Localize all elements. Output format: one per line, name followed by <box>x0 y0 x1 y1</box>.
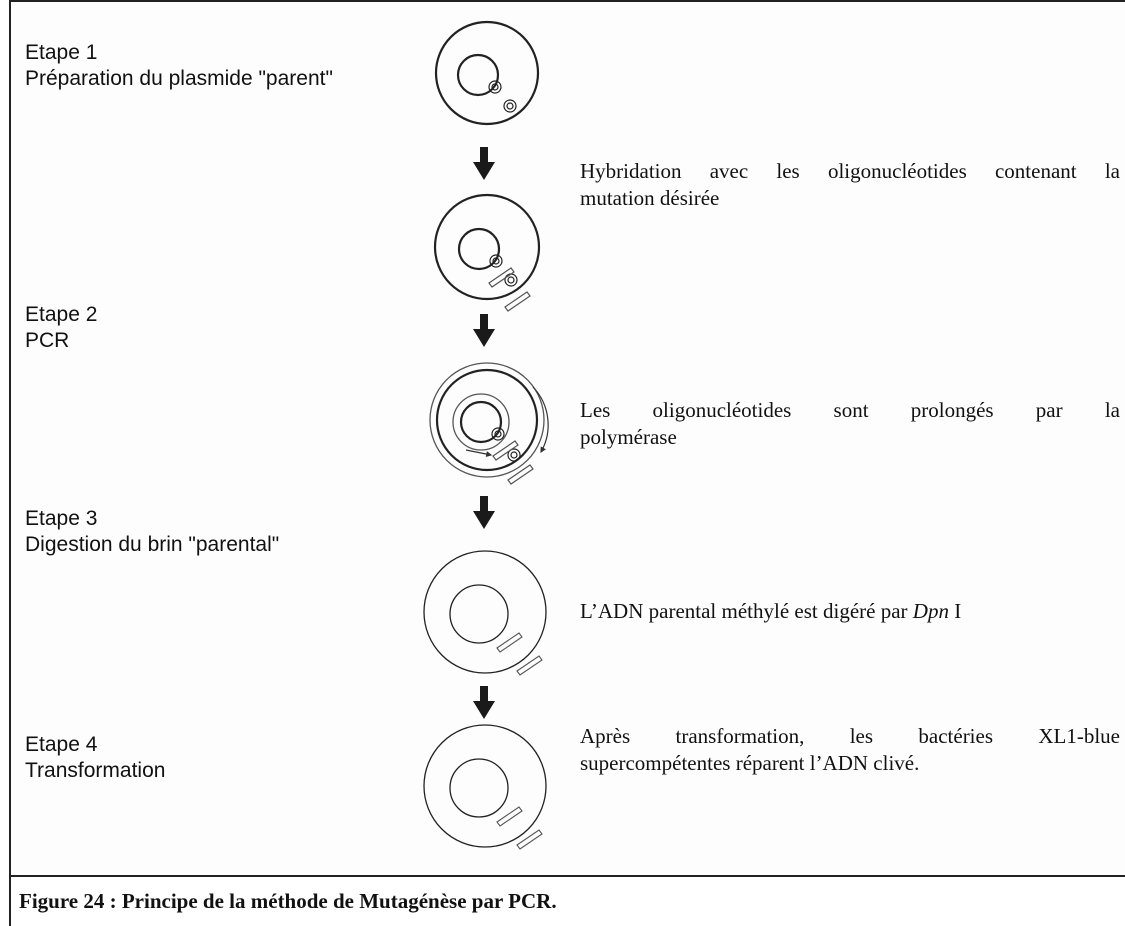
step-3-label: Etape 3 Digestion du brin "parental" <box>25 506 279 558</box>
arrow-down-icon <box>473 147 495 180</box>
arrow-down-icon <box>473 496 495 529</box>
plasmid-pcr <box>429 362 549 485</box>
figure-caption: Figure 24 : Principe de la méthode de Mu… <box>19 889 557 913</box>
oligonucleotide-primer-icon <box>496 806 543 850</box>
description-pcr: Les oligonucléotides sont prolongés par … <box>580 397 1120 451</box>
step-4-title: Etape 4 <box>25 733 98 756</box>
plasmid-inner-strand <box>449 758 509 818</box>
plasmid-outer-strand <box>423 550 547 674</box>
arrow-down-icon <box>473 686 495 719</box>
extension-arrow-icon <box>532 386 549 454</box>
step-2-title: Etape 2 <box>25 303 98 326</box>
plasmid-outer-strand <box>433 193 541 301</box>
figure-frame: Etape 1 Préparation du plasmide "parent"… <box>9 0 1125 926</box>
plasmid-outer-strand <box>434 20 540 126</box>
step-2-label: Etape 2 PCR <box>25 302 97 354</box>
description-hybridation-line2: mutation désirée <box>580 186 720 210</box>
plasmid-digested <box>423 550 547 676</box>
oligonucleotide-primer-icon <box>496 632 543 676</box>
description-pcr-line1: Les oligonucléotides sont prolongés par … <box>580 398 1120 422</box>
plasmid-inner-strand <box>457 227 501 271</box>
description-digestion-suffix: I <box>948 599 962 623</box>
description-pcr-line2: polymérase <box>580 425 677 449</box>
plasmid-repaired <box>423 724 547 850</box>
extension-arrow-icon <box>465 449 493 458</box>
description-transformation-line1: Après transformation, les bactéries XL1-… <box>580 724 1120 748</box>
plasmid-outer-strand <box>429 362 545 478</box>
plasmid-parent <box>434 20 540 126</box>
plasmid-inner-strand <box>449 584 509 644</box>
plasmid-inner-strand <box>459 400 503 444</box>
oligonucleotide-primer-icon <box>488 267 531 312</box>
mutagenesis-diagram <box>423 20 549 850</box>
arrow-down-icon <box>473 314 495 347</box>
step-1-label: Etape 1 Préparation du plasmide "parent" <box>25 40 333 92</box>
description-hybridation-line1: Hybridation avec les oligonucléotides co… <box>580 159 1120 183</box>
caption-area: Figure 24 : Principe de la méthode de Mu… <box>9 877 1125 926</box>
mutation-site-icon <box>488 80 517 113</box>
step-2-subtitle: PCR <box>25 329 70 352</box>
description-transformation: Après transformation, les bactéries XL1-… <box>580 723 1120 777</box>
oligonucleotide-primer-icon <box>492 440 534 485</box>
step-1-title: Etape 1 <box>25 41 98 64</box>
step-1-subtitle: Préparation du plasmide "parent" <box>25 67 333 90</box>
step-4-label: Etape 4 Transformation <box>25 732 165 784</box>
step-3-title: Etape 3 <box>25 507 98 530</box>
figure-panel: Etape 1 Préparation du plasmide "parent"… <box>9 0 1125 877</box>
plasmid-outer-strand <box>423 724 547 848</box>
description-transformation-line2: supercompétentes réparent l’ADN clivé. <box>580 751 920 775</box>
step-4-subtitle: Transformation <box>25 759 166 782</box>
description-digestion: L’ADN parental méthylé est digéré par Dp… <box>580 598 1120 625</box>
plasmid-inner-strand <box>456 53 500 97</box>
plasmid-outer-strand <box>435 368 539 472</box>
description-digestion-text: L’ADN parental méthylé est digéré par <box>580 599 913 623</box>
enzyme-name: Dpn <box>912 599 949 623</box>
step-3-subtitle: Digestion du brin "parental" <box>25 533 280 556</box>
plasmid-hybridized <box>433 193 541 312</box>
description-hybridation: Hybridation avec les oligonucléotides co… <box>580 158 1120 212</box>
plasmid-inner-strand <box>452 393 510 451</box>
